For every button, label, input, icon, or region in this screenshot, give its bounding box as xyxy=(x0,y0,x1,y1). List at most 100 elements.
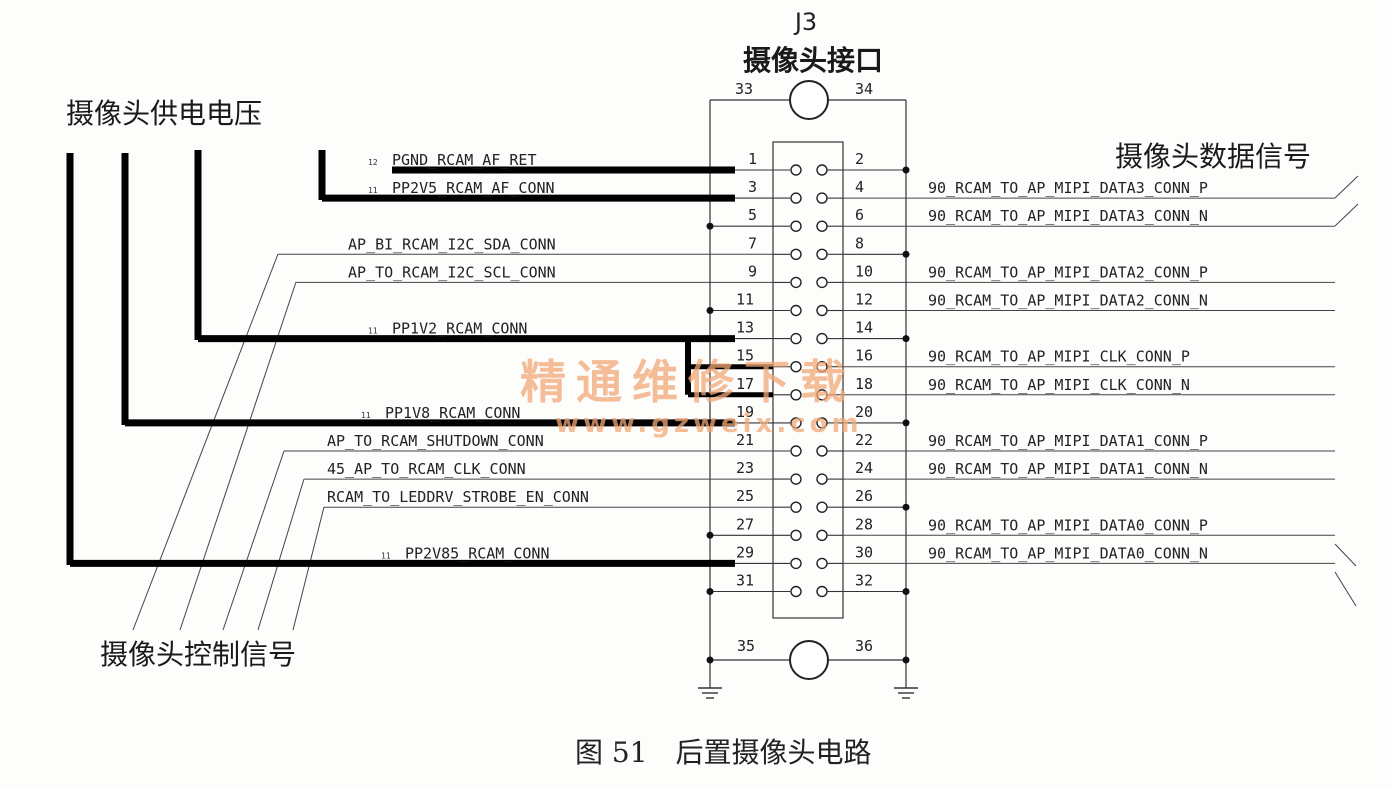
pin-row-31-left xyxy=(706,588,773,595)
net-label-6: 90_RCAM_TO_AP_MIPI_DATA3_CONN_N xyxy=(928,207,1208,225)
pin-number: 8 xyxy=(855,234,864,252)
pin-row-13-left: PP1V2_RCAM_CONN 11 xyxy=(198,320,773,343)
net-label-24: 90_RCAM_TO_AP_MIPI_DATA1_CONN_N xyxy=(928,460,1208,478)
left-side-nets: PGND_RCAM_AF_RET12PP2V5_RCAM_AF_CONN11AP… xyxy=(70,151,773,595)
pin-number: 19 xyxy=(736,403,754,421)
pin-number: 11 xyxy=(736,291,754,309)
pin-row-19-left: PP1V8_RCAM_CONN 11 xyxy=(125,404,773,427)
pin-row-2-right xyxy=(843,166,910,174)
pin-number: 32 xyxy=(855,572,873,590)
pin-number: 12 xyxy=(855,291,873,309)
pin-contact xyxy=(816,332,828,345)
pin-number: 16 xyxy=(855,347,873,365)
pin-number: 9 xyxy=(748,262,757,280)
pin-number: 14 xyxy=(855,319,873,337)
pin-number: 18 xyxy=(855,375,873,393)
pin-contact xyxy=(816,529,828,541)
pin-number: 26 xyxy=(855,487,873,505)
watermark-url: www.gzweix.com xyxy=(555,409,863,439)
junction-36 xyxy=(902,656,910,664)
ground-symbol-right xyxy=(894,687,918,699)
pin-contact xyxy=(816,276,828,289)
pin-number: 21 xyxy=(736,431,754,449)
pin-contact xyxy=(790,473,802,485)
pin-contact xyxy=(790,192,802,204)
pin-contact xyxy=(790,248,802,261)
pin-row-25-left: RCAM_TO_LEDDRV_STROBE_EN_CONN xyxy=(324,488,773,508)
pin-contact xyxy=(790,276,802,289)
junction-dot xyxy=(902,503,910,511)
pin-contact xyxy=(790,557,802,570)
pin-row-16-right: 90_RCAM_TO_AP_MIPI_CLK_CONN_P xyxy=(843,348,1335,368)
right-side-nets: 90_RCAM_TO_AP_MIPI_DATA3_CONN_P90_RCAM_T… xyxy=(843,166,1335,595)
pin-number: 28 xyxy=(855,515,873,533)
pin-number: 22 xyxy=(855,431,873,449)
pin-contact xyxy=(816,164,828,176)
net-label-30: 90_RCAM_TO_AP_MIPI_DATA0_CONN_N xyxy=(928,544,1208,562)
pin-row-11-left xyxy=(706,307,773,314)
net-label-10: 90_RCAM_TO_AP_MIPI_DATA2_CONN_P xyxy=(928,263,1208,281)
pin-contact xyxy=(790,389,802,401)
net-label-12: 90_RCAM_TO_AP_MIPI_DATA2_CONN_N xyxy=(928,292,1208,310)
pin-contact xyxy=(816,445,828,457)
pin-row-32-right xyxy=(843,588,910,595)
pin-row-12-right: 90_RCAM_TO_AP_MIPI_DATA2_CONN_N xyxy=(843,292,1335,311)
pin-contact xyxy=(790,304,802,317)
pin-number: 1 xyxy=(748,150,757,168)
pin-row-22-right: 90_RCAM_TO_AP_MIPI_DATA1_CONN_P xyxy=(843,432,1335,452)
data-leaders xyxy=(1334,175,1359,607)
pin-contact xyxy=(790,332,802,345)
control-leaders xyxy=(132,253,325,631)
pin-label-36: 36 xyxy=(855,637,873,655)
pin-number: 17 xyxy=(736,375,754,393)
net-prefix-13: 11 xyxy=(368,327,378,336)
pin-contact xyxy=(790,445,802,457)
pin-row-9-left: AP_TO_RCAM_I2C_SCL_CONN xyxy=(296,263,773,283)
pin-number: 10 xyxy=(855,262,873,280)
ground-symbol-left xyxy=(698,687,722,699)
pin-contact xyxy=(816,557,828,570)
connector-pins: 1357911131517192123252729312468101214161… xyxy=(736,150,873,598)
net-label-19: PP1V8_RCAM_CONN xyxy=(385,404,520,422)
pin-number: 25 xyxy=(736,487,754,505)
net-prefix-19: 11 xyxy=(361,411,371,420)
net-label-25: RCAM_TO_LEDDRV_STROBE_EN_CONN xyxy=(327,488,589,506)
pin-number: 2 xyxy=(855,150,864,168)
pin-number: 4 xyxy=(855,178,864,196)
pin-number: 23 xyxy=(736,459,754,477)
junction-dot xyxy=(706,307,714,314)
net-label-13: PP1V2_RCAM_CONN xyxy=(392,320,527,338)
pin-contact xyxy=(790,529,802,541)
pin-number: 29 xyxy=(736,543,754,561)
net-label-18: 90_RCAM_TO_AP_MIPI_CLK_CONN_N xyxy=(928,376,1190,394)
junction-dot xyxy=(706,588,714,595)
net-label-21: AP_TO_RCAM_SHUTDOWN_CONN xyxy=(327,432,544,450)
junction-dot xyxy=(902,335,910,343)
pin-number: 30 xyxy=(855,543,873,561)
pin-contact xyxy=(790,361,802,373)
pin-contact xyxy=(816,585,828,598)
pin-number: 6 xyxy=(855,206,864,224)
junction-dot xyxy=(706,222,714,230)
power-group-label: 摄像头供电电压 xyxy=(66,97,262,130)
control-group-label: 摄像头控制信号 xyxy=(100,638,296,671)
net-label-22: 90_RCAM_TO_AP_MIPI_DATA1_CONN_P xyxy=(928,432,1208,450)
net-label-9: AP_TO_RCAM_I2C_SCL_CONN xyxy=(348,263,556,281)
pin-number: 20 xyxy=(855,403,873,421)
pin-row-28-right: 90_RCAM_TO_AP_MIPI_DATA0_CONN_P xyxy=(843,516,1335,536)
pin-number: 24 xyxy=(855,459,873,477)
pin-contact xyxy=(816,304,828,317)
net-label-7: AP_BI_RCAM_I2C_SDA_CONN xyxy=(348,235,556,253)
pin-number: 7 xyxy=(748,234,757,252)
pin-contact xyxy=(816,473,828,485)
pin-row-26-right xyxy=(843,503,910,511)
pin-row-14-right xyxy=(843,335,910,343)
figure-caption: 图 51 后置摄像头电路 xyxy=(575,736,872,769)
pin-row-23-left: 45_AP_TO_RCAM_CLK_CONN xyxy=(304,460,773,480)
pin-contact xyxy=(790,501,802,513)
pin-number: 13 xyxy=(736,319,754,337)
watermark-text: 精通维修下载 xyxy=(520,355,856,409)
pin-contact xyxy=(816,248,828,261)
pin-row-20-right xyxy=(843,419,910,427)
